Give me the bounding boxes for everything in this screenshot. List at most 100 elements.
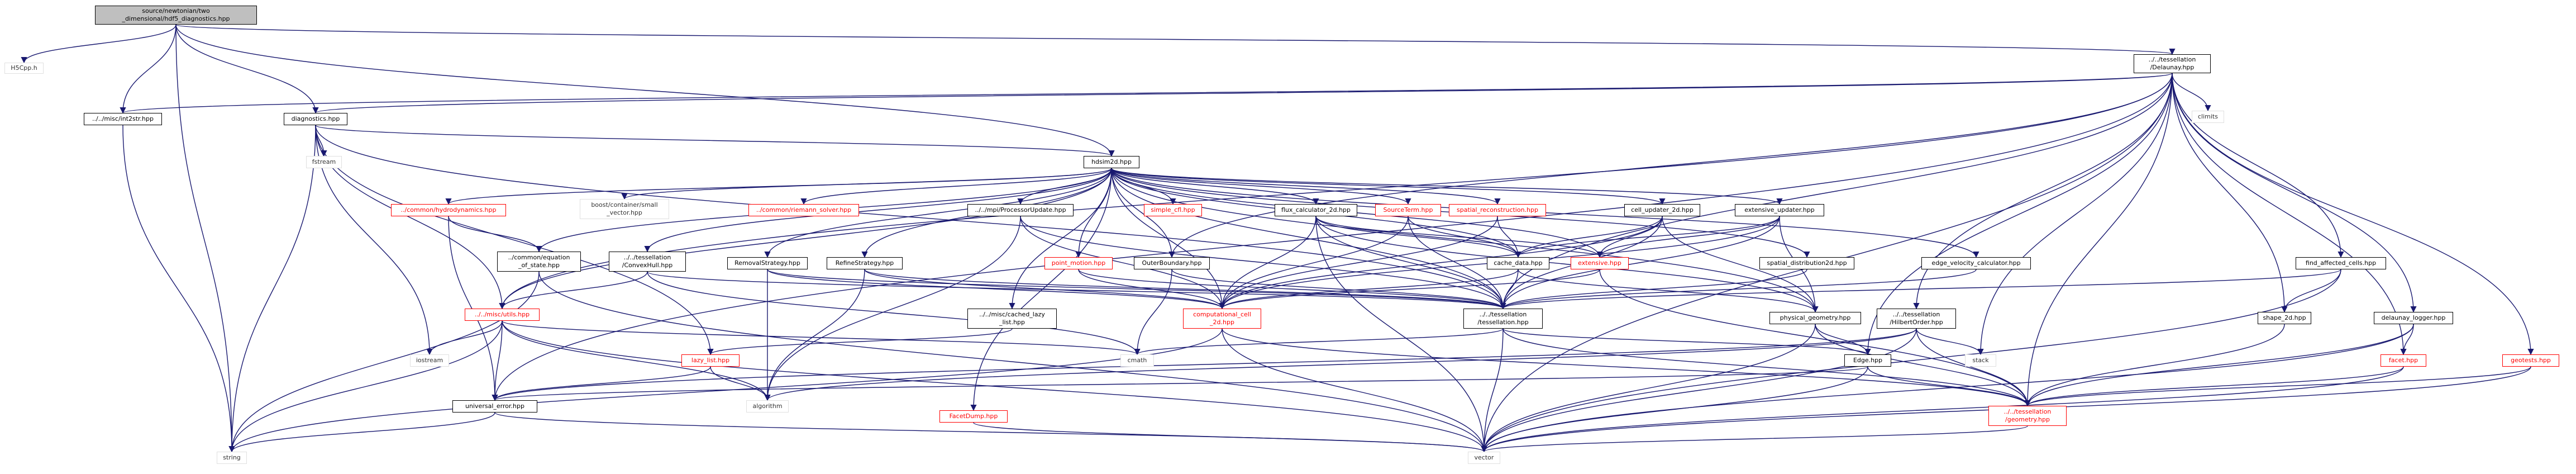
node-cmath: cmath — [1120, 354, 1154, 367]
edge-edge-to-universal-error — [492, 366, 1868, 401]
edge-extensive-updater-to-tess-tessellation — [1500, 216, 1780, 310]
node-hdsim2d[interactable]: hdsim2d.hpp — [1084, 156, 1139, 168]
node-tess-convexhull[interactable]: ../../tessellation /ConvexHull.hpp — [609, 252, 686, 272]
node-cell-updater[interactable]: cell_updater_2d.hpp — [1624, 204, 1700, 216]
edge-cell-updater-to-cache-data — [1515, 216, 1663, 258]
node-source-term[interactable]: SourceTerm.hpp — [1375, 204, 1441, 216]
edge-geotests-to-tess-geometry — [2024, 366, 2531, 407]
edge-hdsim2d-to-extensive-updater — [1111, 168, 1783, 205]
edge-universal-error-to-string — [228, 412, 495, 453]
node-cache-data[interactable]: cache_data.hpp — [1487, 257, 1549, 269]
node-spatial-distribution[interactable]: spatial_distribution2d.hpp — [1759, 257, 1854, 269]
edge-tess-geometry-to-vector — [1481, 425, 2028, 453]
edge-flux-calculator-to-cache-data — [1315, 216, 1521, 258]
edge-tess-delaunay-to-diagnostics — [313, 73, 2173, 114]
edge-hdsim2d-to-misc-utils — [499, 168, 1112, 310]
edge-extensive-updater-to-cache-data — [1515, 216, 1780, 258]
edge-physical-geometry-to-vector — [1481, 324, 1816, 453]
edge-hdf5-diagnostics-to-hdsim2d — [175, 24, 1115, 157]
edge-tess-delaunay-to-delaunay-logger — [2172, 73, 2417, 313]
node-spatial-reconstruction[interactable]: spatial_reconstruction.hpp — [1449, 204, 1546, 216]
edge-extensive-to-tess-geometry — [1599, 269, 2031, 407]
node-algorithm: algorithm — [746, 400, 789, 413]
edge-misc-utils-to-universal-error — [492, 320, 503, 401]
node-extensive-updater[interactable]: extensive_updater.hpp — [1735, 204, 1824, 216]
node-boost-small-vector: boost/container/small _vector.hpp — [580, 199, 669, 219]
node-shape-2d[interactable]: shape_2d.hpp — [2258, 312, 2311, 324]
edge-diagnostics-to-hdsim2d — [315, 125, 1115, 157]
node-outer-boundary[interactable]: OuterBoundary.hpp — [1134, 257, 1210, 269]
edge-facet-to-tess-geometry — [2024, 366, 2404, 407]
edge-find-affected-cells-to-shape-2d — [2281, 269, 2341, 313]
node-string: string — [217, 452, 247, 464]
edge-tess-delaunay-to-stack — [1977, 73, 2173, 356]
node-common-riemann-solver[interactable]: ../common/riemann_solver.hpp — [748, 204, 859, 216]
node-edge-velocity-calculator[interactable]: edge_velocity_calculator.hpp — [1921, 257, 2031, 269]
edge-tess-hilbert-order-to-algorithm — [764, 328, 1917, 401]
node-common-hydrodynamics[interactable]: ../common/hydrodynamics.hpp — [391, 204, 506, 216]
edge-diagnostics-to-misc-utils — [315, 125, 505, 310]
node-iostream: iostream — [410, 354, 449, 367]
edge-common-equation-of-state-to-string — [228, 271, 540, 453]
edge-tess-tessellation-to-edge — [1502, 328, 1871, 356]
edge-hdsim2d-to-flux-calculator — [1111, 168, 1319, 205]
node-tess-hilbert-order[interactable]: ../../tessellation /HilbertOrder.hpp — [1877, 309, 1956, 329]
edge-hdsim2d-to-cell-updater — [1111, 168, 1666, 205]
edge-diagnostics-to-lazy-list — [315, 125, 714, 356]
node-common-equation-of-state[interactable]: ../common/equation _of_state.hpp — [497, 252, 581, 272]
edge-tess-delaunay-to-misc-utils — [499, 73, 2173, 310]
edge-spatial-reconstruction-to-cache-data — [1497, 216, 1521, 258]
node-find-affected-cells[interactable]: find_affected_cells.hpp — [2296, 257, 2386, 269]
node-computational-cell[interactable]: computational_cell _2d.hpp — [1183, 309, 1261, 329]
edge-tess-convexhull-to-cmath — [647, 271, 1141, 356]
edge-tess-delaunay-to-climits — [2172, 73, 2211, 112]
edge-hdsim2d-to-physical-geometry — [1111, 168, 1819, 313]
edge-spatial-distribution-to-tess-tessellation — [1500, 269, 1807, 310]
node-edge[interactable]: Edge.hpp — [1844, 354, 1891, 367]
edge-tess-delaunay-to-tess-hilbert-order — [1913, 73, 2173, 310]
node-tess-tessellation[interactable]: ../../tessellation /tessellation.hpp — [1463, 309, 1543, 329]
node-extensive[interactable]: extensive.hpp — [1571, 257, 1629, 269]
node-simple-cfl[interactable]: simple_cfl.hpp — [1144, 204, 1202, 216]
node-geotests[interactable]: geotests.hpp — [2502, 354, 2559, 367]
node-mpi-processor-update[interactable]: ../../mpi/ProcessorUpdate.hpp — [967, 204, 1074, 216]
node-refine-strategy[interactable]: RefineStrategy.hpp — [827, 257, 903, 269]
edge-tess-delaunay-to-universal-error — [492, 73, 2173, 401]
edge-tess-hilbert-order-to-stack — [1916, 328, 1984, 356]
node-tess-delaunay[interactable]: ../../tessellation /Delaunay.hpp — [2134, 54, 2211, 73]
node-removal-strategy[interactable]: RemovalStrategy.hpp — [727, 257, 808, 269]
edge-physical-geometry-to-tess-geometry — [1815, 324, 2031, 407]
node-diagnostics[interactable]: diagnostics.hpp — [284, 113, 347, 125]
edge-common-hydrodynamics-to-universal-error — [448, 216, 498, 401]
node-stack: stack — [1965, 354, 1996, 367]
edge-tess-delaunay-to-outer-boundary — [1168, 73, 2173, 258]
edge-hdsim2d-to-spatial-reconstruction — [1111, 168, 1501, 205]
edge-tess-delaunay-to-shape-2d — [2172, 73, 2288, 313]
node-physical-geometry[interactable]: physical_geometry.hpp — [1769, 312, 1861, 324]
edge-misc-cached-lazy-list-to-lazy-list — [707, 328, 1013, 356]
node-facet[interactable]: facet.hpp — [2381, 354, 2426, 367]
edge-facet-dump-to-vector — [973, 422, 1487, 453]
edge-cache-data-to-tess-tessellation — [1500, 269, 1519, 310]
edge-flux-calculator-to-tess-tessellation — [1315, 216, 1506, 310]
node-hdf5-diagnostics[interactable]: source/newtonian/two _dimensional/hdf5_d… — [95, 6, 257, 25]
edge-removal-strategy-to-tess-tessellation — [767, 269, 1506, 310]
node-misc-utils[interactable]: ../../misc/utils.hpp — [465, 309, 540, 321]
node-climits: climits — [2192, 111, 2224, 123]
node-point-motion[interactable]: point_motion.hpp — [1044, 257, 1113, 269]
node-vector: vector — [1468, 452, 1500, 464]
node-misc-int2str[interactable]: ../../misc/int2str.hpp — [84, 113, 162, 125]
edge-misc-utils-to-algorithm — [502, 320, 771, 401]
node-lazy-list[interactable]: lazy_list.hpp — [681, 354, 740, 367]
edge-diagnostics-to-string — [228, 125, 316, 453]
node-delaunay-logger[interactable]: delaunay_logger.hpp — [2374, 312, 2453, 324]
node-tess-geometry[interactable]: ../../tessellation /geometry.hpp — [1988, 406, 2067, 426]
edge-mpi-processor-update-to-computational-cell — [1020, 216, 1225, 310]
node-universal-error[interactable]: universal_error.hpp — [452, 400, 537, 413]
edge-hdsim2d-to-tess-convexhull — [644, 168, 1112, 253]
node-facet-dump[interactable]: FacetDump.hpp — [939, 410, 1008, 423]
node-flux-calculator[interactable]: flux_calculator_2d.hpp — [1275, 204, 1357, 216]
node-misc-cached-lazy-list[interactable]: ../../misc/cached_lazy _list.hpp — [967, 309, 1057, 329]
